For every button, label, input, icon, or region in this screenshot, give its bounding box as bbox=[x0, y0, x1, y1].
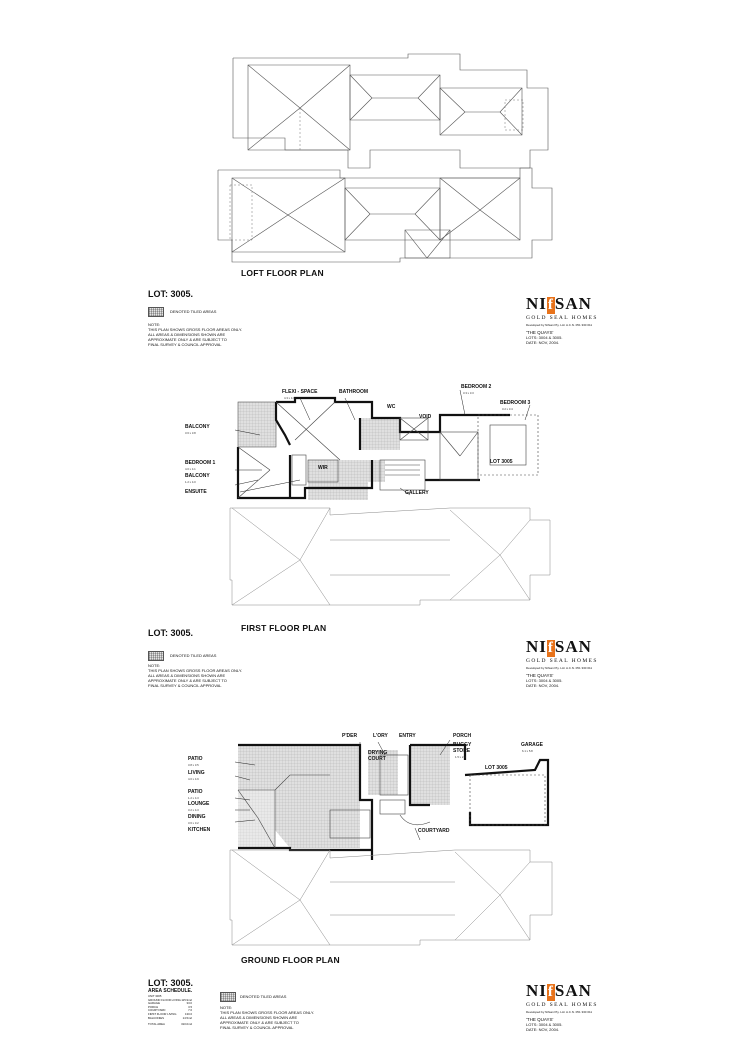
legend-label: DENOTED TILED AREAS bbox=[240, 994, 287, 999]
room-bathroom: BATHROOM bbox=[339, 389, 369, 395]
legend-label: DENOTED TILED AREAS bbox=[170, 309, 217, 314]
nifsan-logo: NIfSAN GOLD SEAL HOMES Developed by Nifs… bbox=[526, 981, 598, 1032]
area-schedule-title: AREA SCHEDULE. bbox=[148, 988, 193, 994]
dims-flexi-space: 4.3 x 4.1 bbox=[284, 396, 295, 400]
room-bedroom-3: BEDROOM 3 bbox=[500, 400, 531, 406]
room-patio: PATIO bbox=[188, 756, 203, 762]
lot-label: LOT: 3005. bbox=[148, 289, 194, 299]
room-laundry: L'ORY bbox=[373, 733, 388, 739]
room-bedroom-2: BEDROOM 2 bbox=[461, 384, 492, 390]
room-dining: DINING bbox=[188, 814, 206, 820]
dims-dining: 3.6 x 3.2 bbox=[188, 821, 199, 825]
tiled-legend-swatch bbox=[220, 992, 236, 1002]
plan-note: NOTE:THIS PLAN SHOWS GROSS FLOOR AREAS O… bbox=[148, 322, 243, 347]
plan-note: NOTE:THIS PLAN SHOWS GROSS FLOOR AREAS O… bbox=[148, 663, 243, 688]
room-patio-2: PATIO bbox=[188, 789, 203, 795]
room-buggy-store: BUGGY STORE bbox=[453, 742, 472, 754]
dims-patio: 3.8 x 3.5 bbox=[188, 763, 199, 767]
tiled-legend-swatch bbox=[148, 307, 164, 317]
room-flexi-space: FLEXI - SPACE bbox=[282, 389, 318, 395]
nifsan-logo: NIfSAN GOLD SEAL HOMES Developed by Nifs… bbox=[526, 637, 598, 688]
room-wc: WC bbox=[387, 404, 396, 410]
plan-note: NOTE:THIS PLAN SHOWS GROSS FLOOR AREAS O… bbox=[220, 1005, 315, 1030]
plan-title: LOFT FLOOR PLAN bbox=[241, 268, 324, 278]
room-void: VOID bbox=[419, 414, 432, 420]
room-gallery: GALLERY bbox=[405, 490, 429, 496]
room-pder: P'DER bbox=[342, 733, 358, 739]
dims-bedroom-1: 4.0 x 4.1 bbox=[185, 467, 196, 471]
dims-garage: 6.1 x 5.8 bbox=[522, 749, 533, 753]
dims-balcony: 3.6 x 3.8 bbox=[185, 431, 196, 435]
room-living: LIVING bbox=[188, 770, 205, 776]
dims-patio-2: 1.2 x 4.3 bbox=[188, 796, 199, 800]
loft-plan-drawing bbox=[217, 53, 553, 263]
plan-title: GROUND FLOOR PLAN bbox=[241, 955, 340, 965]
room-wir: WIR bbox=[318, 465, 328, 471]
lot-marker: LOT 3005 bbox=[490, 459, 513, 465]
ground-floor-plan-sheet: P'DER L'ORY ENTRY PORCH DRYING COURT BUG… bbox=[0, 700, 750, 1061]
dims-lounge: 3.2 x 4.3 bbox=[188, 808, 199, 812]
lot-label: LOT: 3005. bbox=[148, 978, 194, 988]
lot-label: LOT: 3005. bbox=[148, 628, 194, 638]
dims-buggy-store: 1.5 x 2.4 bbox=[455, 755, 466, 759]
dims-bedroom-3: 3.2 x 3.4 bbox=[502, 407, 513, 411]
room-bedroom-1: BEDROOM 1 bbox=[185, 460, 216, 466]
room-garage: GARAGE bbox=[521, 742, 543, 748]
tiled-legend-swatch bbox=[148, 651, 164, 661]
room-drying-court: DRYING COURT bbox=[368, 750, 388, 762]
dims-bedroom-2: 3.3 x 3.3 bbox=[463, 391, 474, 395]
room-ensuite: ENSUITE bbox=[185, 489, 207, 495]
first-floor-plan-sheet: FLEXI - SPACE 4.3 x 4.1 BATHROOM BEDROOM… bbox=[0, 360, 750, 700]
lot-marker: LOT 3005 bbox=[485, 765, 508, 771]
room-porch: PORCH bbox=[453, 733, 472, 739]
room-balcony: BALCONY bbox=[185, 424, 210, 430]
legend-label: DENOTED TILED AREAS bbox=[170, 653, 217, 658]
loft-plan-sheet: LOFT FLOOR PLAN LOT: 3005. DENOTED TILED… bbox=[0, 0, 750, 360]
dims-living: 4.0 x 4.9 bbox=[188, 777, 199, 781]
room-entry: ENTRY bbox=[399, 733, 416, 739]
room-balcony-2: BALCONY bbox=[185, 473, 210, 479]
ground-floor-drawing bbox=[229, 739, 553, 946]
nifsan-logo: NIfSAN GOLD SEAL HOMES Developed by Nifs… bbox=[526, 294, 598, 345]
dims-balcony-2: 1.2 x 4.0 bbox=[185, 480, 196, 484]
room-courtyard: COURTYARD bbox=[418, 828, 450, 834]
room-kitchen: KITCHEN bbox=[188, 827, 211, 833]
plan-title: FIRST FLOOR PLAN bbox=[241, 623, 327, 633]
schedule-row: UNIT 3005 bbox=[148, 994, 162, 998]
first-floor-drawing bbox=[229, 389, 551, 606]
room-lounge: LOUNGE bbox=[188, 801, 210, 807]
